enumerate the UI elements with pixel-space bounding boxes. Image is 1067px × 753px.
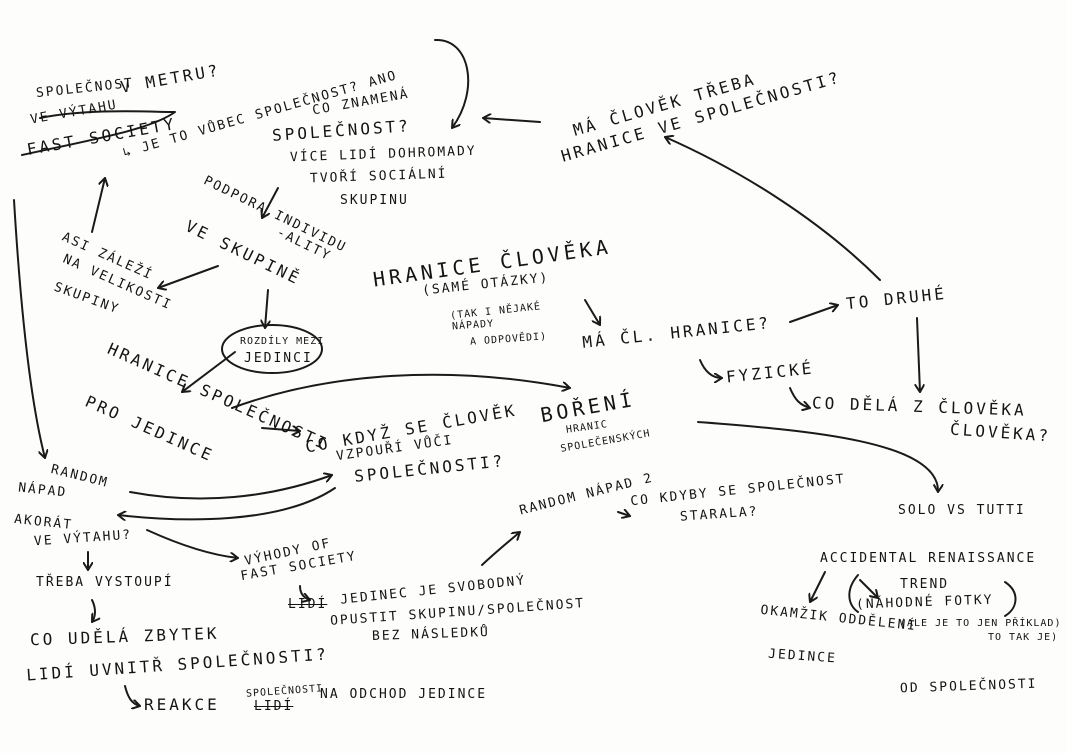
na-odchod: NA ODCHOD JEDINCE bbox=[320, 687, 488, 702]
arrow-ano-curve bbox=[434, 38, 470, 129]
arrow-rozdily-to-hranice bbox=[181, 351, 236, 393]
arrow-cokdyz-to-akorat bbox=[117, 487, 336, 519]
co-znamena-5: SKUPINU bbox=[340, 193, 409, 208]
arrow-druhe-to-ma-clovek bbox=[664, 137, 881, 281]
trend-paren-right bbox=[1004, 581, 1017, 617]
arrow-hranice-to-ma bbox=[584, 299, 600, 326]
arrow-druhe-down bbox=[917, 317, 920, 393]
jedinci: JEDINCI bbox=[244, 351, 313, 366]
arrow-accidental-left bbox=[810, 571, 826, 603]
arrow-akorat-to-vyhody bbox=[146, 529, 239, 558]
fast-society-bracket bbox=[21, 110, 176, 156]
jedinec-strike: LIDÍ bbox=[288, 597, 328, 612]
treba-vystoupi: TŘEBA VYSTOUPÍ bbox=[36, 575, 174, 590]
arrow-co-to-podpora bbox=[262, 187, 279, 219]
ale-je-to-1: (ALE JE TO JEN PŘÍKLAD) NEVÍ bbox=[900, 618, 1062, 629]
arrow-random-to-cokdyz bbox=[129, 475, 333, 500]
arrow-random2-to-cokdyby bbox=[617, 512, 631, 516]
arrow-accidental-right bbox=[859, 579, 879, 599]
solo-vs-tutti: SOLO VS TUTTI bbox=[898, 503, 1026, 518]
ale-je-to-2: TO TAK JE) bbox=[988, 632, 1059, 643]
rozdily-mezi: ROZDÍLY MEZI bbox=[240, 336, 325, 347]
arrow-podpora-to-rozdily bbox=[265, 289, 268, 329]
reakce-strike: LIDÍ bbox=[254, 699, 294, 714]
arrow-fyzicke-to-codela bbox=[789, 387, 811, 408]
trend-paren-left bbox=[848, 574, 859, 613]
trend: TREND bbox=[900, 577, 950, 592]
rozdily-ellipse bbox=[221, 324, 323, 374]
arrow-asi-to-fast bbox=[91, 177, 105, 233]
arrow-to-boreni bbox=[231, 373, 571, 409]
accidental: ACCIDENTAL RENAISSANCE bbox=[820, 551, 1037, 566]
arrow-boreni-to-solo bbox=[697, 421, 938, 493]
arrow-ma-clovek-left bbox=[482, 118, 541, 122]
arrow-left-vertical bbox=[13, 199, 45, 459]
arrow-to-fyzicke bbox=[699, 359, 723, 378]
arrow-coudela-to-reakce bbox=[124, 685, 141, 706]
arrow-ma-to-druhe bbox=[789, 305, 839, 323]
reakce: REAKCE bbox=[144, 695, 220, 714]
arrow-podpora-to-asi bbox=[157, 265, 219, 288]
arrow-hranice-to-cokdyz bbox=[261, 428, 301, 431]
arrow-vyhody-to-jedinec bbox=[299, 585, 311, 600]
arrow-jedinec-to-random2 bbox=[481, 531, 521, 566]
arrow-treba-to-coudela bbox=[91, 599, 95, 623]
